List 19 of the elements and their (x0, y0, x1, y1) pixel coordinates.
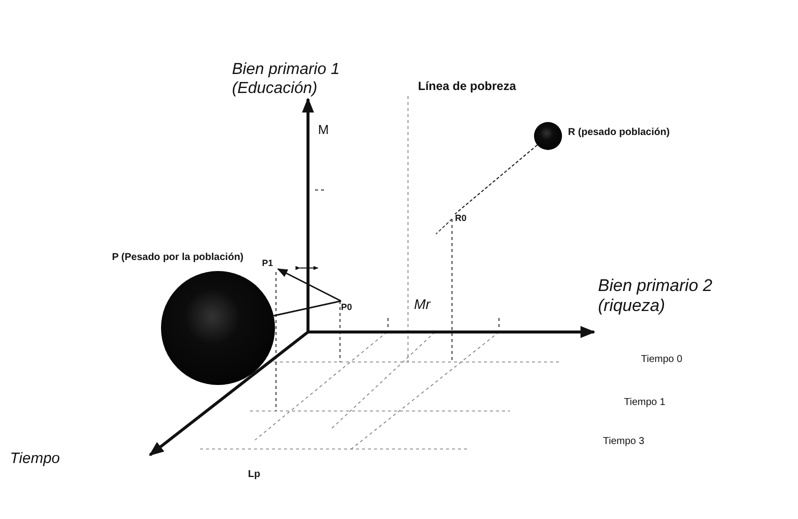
point-label: P0 (341, 301, 357, 313)
label: Línea de pobreza (418, 80, 516, 94)
axis-label: Bien primario 2 (riqueza) (598, 276, 714, 317)
connector-line (454, 144, 538, 214)
label: Tiempo 0 (641, 354, 682, 366)
label: Tiempo 1 (624, 397, 666, 408)
label: Mr (414, 296, 430, 312)
axis-label: Bien primario 1 (Educación) (232, 60, 341, 98)
label: M (318, 123, 329, 138)
point-label: P1 (262, 257, 278, 269)
sphere (534, 122, 562, 150)
label: Tiempo (10, 450, 60, 468)
label: Tiempo 3 (603, 436, 644, 448)
connector-line (274, 300, 342, 317)
point-caption: P (Pesado por la población) (112, 252, 244, 264)
arrow (277, 268, 342, 302)
point-label: R0 (455, 212, 473, 224)
label: Lp (248, 469, 260, 480)
point-caption: R (pesado población) (568, 127, 670, 138)
